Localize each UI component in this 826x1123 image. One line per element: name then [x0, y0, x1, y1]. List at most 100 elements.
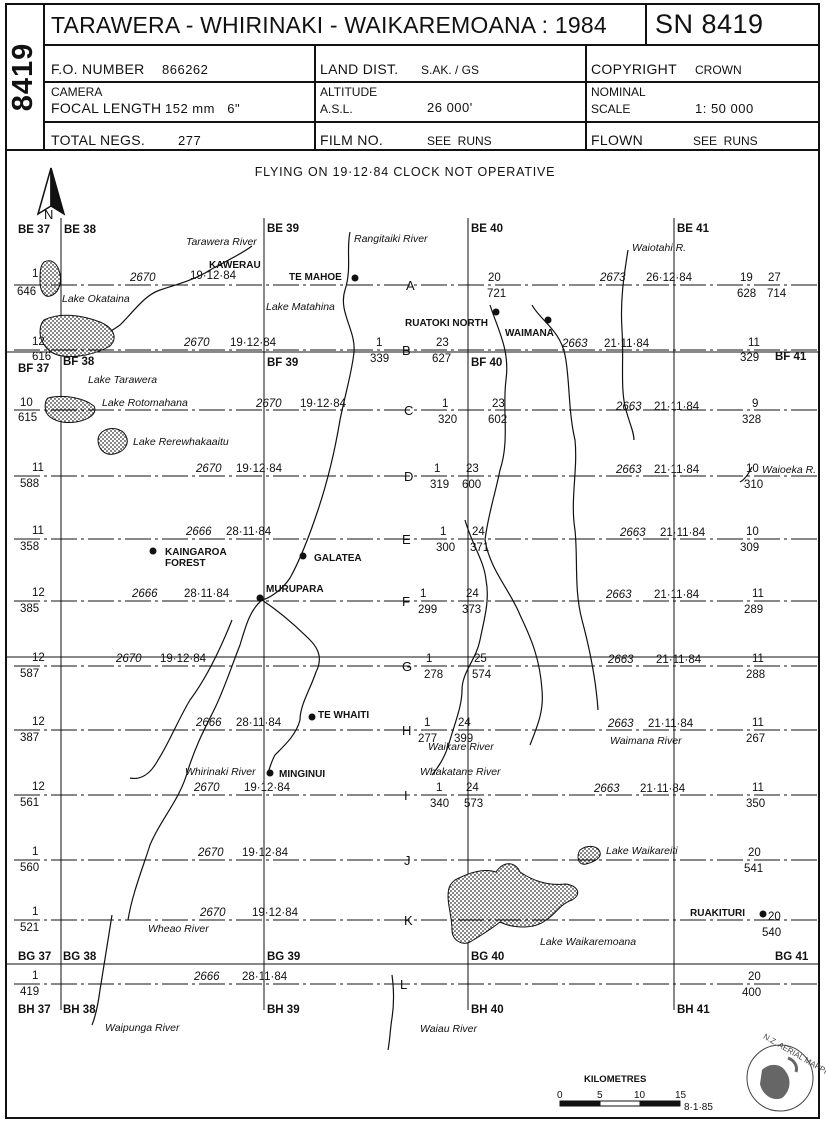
run-date-east: 21·11·84: [660, 527, 706, 539]
scale-tick: 5: [597, 1090, 603, 1101]
lake-okataina: [39, 260, 61, 297]
lake-tarawera: [39, 314, 115, 357]
run-date: 28·11·84: [184, 588, 230, 600]
sheet-label: BF 37: [18, 363, 49, 375]
place-label: MINGINUI: [279, 769, 325, 780]
lake-waikareiti: [577, 845, 601, 865]
run-mid-top: 1: [442, 398, 448, 410]
run-date-east: 26·12·84: [646, 272, 693, 284]
run-date: 19·12·84: [190, 270, 237, 282]
feature-label: Lake Rerewhakaaitu: [133, 436, 229, 448]
run-start-top: 12: [32, 587, 45, 599]
run-film: 2670: [183, 337, 210, 349]
run-mid-top: 24: [466, 588, 479, 600]
run-letter: I: [404, 788, 408, 803]
run-mid-bottom: 602: [488, 414, 507, 426]
land-district-label: LAND DIST.: [320, 61, 399, 77]
run-film: 2670: [115, 653, 142, 665]
run-mid-bottom: 300: [436, 542, 455, 554]
run-letter: E: [402, 532, 411, 547]
sheet-label: BE 38: [64, 224, 97, 236]
run-start-bottom: 587: [20, 668, 39, 680]
sheet-label: BG 38: [63, 951, 97, 963]
place-label: GALATEA: [314, 553, 362, 564]
town-marker: [759, 910, 767, 918]
run-mid-bottom: 278: [424, 669, 443, 681]
feature-label: Lake Matahina: [266, 301, 335, 313]
run-mid-top: 1: [424, 717, 430, 729]
run-mid-bottom: 373: [462, 604, 481, 616]
run-mid-top: 1: [440, 526, 446, 538]
sheet-label: BG 37: [18, 951, 51, 963]
scale-tick: 0: [557, 1090, 563, 1101]
flight-runs: [14, 284, 818, 985]
run-end-top: 11: [752, 588, 764, 600]
run-mid-top: 1: [376, 337, 382, 349]
altitude-value: 26 000': [427, 100, 473, 115]
run-end-top: 19: [740, 272, 753, 284]
run-end-bottom: 540: [762, 927, 781, 939]
copyright-label: COPYRIGHT: [591, 61, 677, 77]
run-mid-bottom: 573: [464, 798, 483, 810]
run-mid-bottom: 627: [432, 353, 451, 365]
run-end-bottom: 400: [742, 987, 761, 999]
run-start-bottom: 615: [18, 412, 37, 424]
run-date-east: 21·11·84: [640, 783, 686, 795]
run-date: 19·12·84: [230, 337, 277, 349]
run-letter: F: [402, 594, 410, 609]
scale-segment: [559, 1100, 601, 1107]
sheet-label: BF 41: [775, 351, 807, 363]
film-number-label: FILM NO.: [320, 132, 384, 148]
flown-value: SEE RUNS: [693, 134, 758, 148]
map-frame: [5, 151, 820, 1119]
run-film-east: 2663: [561, 338, 588, 350]
run-mid-bottom: 299: [418, 604, 437, 616]
sheet-label: BF 39: [267, 357, 298, 369]
asl-label: A.S.L.: [320, 102, 353, 116]
run-start-top: 1: [32, 846, 38, 858]
scale-bar: KILOMETRES 0 5 10 15 8·1·85: [557, 1074, 713, 1113]
feature-label: Lake Waikaremoana: [540, 936, 636, 948]
total-negs-value: 277: [178, 133, 202, 148]
run-start-top: 1: [32, 268, 38, 280]
run-date-east: 21·11·84: [654, 589, 700, 601]
run-start-top: 12: [32, 781, 45, 793]
feature-label: Lake Okataina: [62, 293, 130, 305]
lake-waikaremoana: [447, 863, 579, 944]
run-film: 2670: [255, 398, 282, 410]
river-waipunga: [91, 914, 113, 1026]
run-end-top: 11: [752, 782, 764, 794]
run-end-top: 10: [746, 463, 759, 475]
feature-label: Lake Tarawera: [88, 374, 157, 386]
scale-bar-label: KILOMETRES: [584, 1074, 646, 1085]
divider: [43, 121, 820, 123]
run-date: 28·11·84: [242, 971, 288, 983]
run-mid-top: 24: [472, 526, 485, 538]
river-waimana: [484, 304, 543, 746]
run-start-top: 11: [32, 462, 44, 474]
run-date: 19·12·84: [252, 907, 299, 919]
run-end-top: 11: [752, 653, 764, 665]
town-marker: [544, 316, 552, 324]
sheet-label: BF 40: [471, 357, 502, 369]
scale-value: 1: 50 000: [695, 101, 754, 116]
run-letter: H: [402, 723, 411, 738]
town-marker: [299, 552, 307, 560]
run-mid-top: 23: [436, 337, 449, 349]
feature-label: Whirinaki River: [185, 766, 256, 778]
place-label: KAINGAROA: [165, 547, 227, 558]
run-end-bottom: 350: [746, 798, 765, 810]
copyright-value: CROWN: [695, 63, 742, 77]
run-date: 28·11·84: [236, 717, 282, 729]
run-letter: L: [400, 977, 407, 992]
place-label: TE WHAITI: [318, 710, 369, 721]
run-end-top: 20: [768, 911, 781, 923]
run-end-bottom: 289: [744, 604, 763, 616]
run-letter: J: [404, 853, 411, 868]
run-mid-top: 24: [458, 717, 471, 729]
divider: [43, 81, 820, 83]
town-marker: [308, 713, 316, 721]
rivers: [91, 231, 753, 1051]
divider: [43, 44, 820, 46]
fo-number-label: F.O. NUMBER: [51, 61, 145, 77]
